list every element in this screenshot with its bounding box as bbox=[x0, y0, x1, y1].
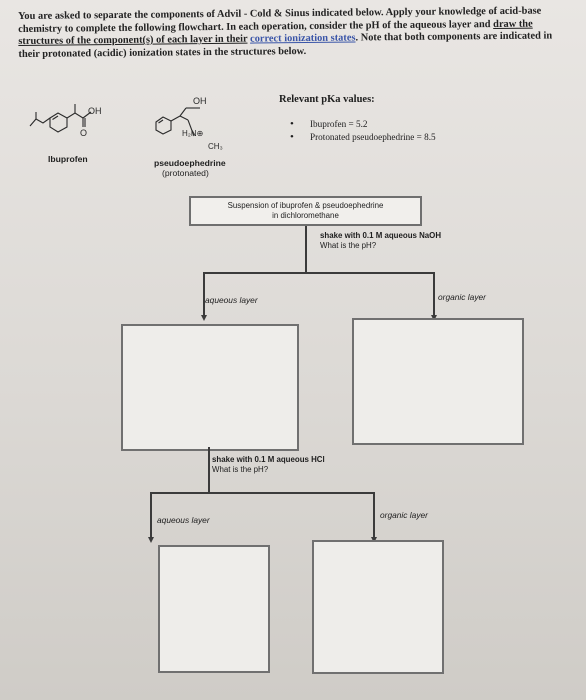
pka-title: Relevant pKa values: bbox=[279, 94, 375, 105]
pka-list: Ibuprofen = 5.2 Protonated pseudoephedri… bbox=[290, 118, 436, 144]
step2-line-2: What is the pH? bbox=[212, 465, 269, 474]
connector-left-1 bbox=[203, 272, 205, 316]
step1-line-2: What is the pH? bbox=[320, 241, 377, 250]
step1-note: shake with 0.1 M aqueous NaOH What is th… bbox=[320, 231, 441, 251]
instructions-text-1: You are asked to separate the components… bbox=[18, 5, 542, 35]
organic-layer-label-1: organic layer bbox=[438, 292, 486, 302]
connector-right-2 bbox=[373, 492, 375, 538]
step2-note: shake with 0.1 M aqueous HCl What is the… bbox=[212, 455, 325, 475]
aqueous-layer-label-1: aqueous layer bbox=[205, 295, 258, 305]
ibuprofen-label: Ibuprofen bbox=[48, 154, 88, 164]
instructions-paragraph: You are asked to separate the components… bbox=[18, 5, 558, 61]
connector-horizontal-1 bbox=[203, 272, 434, 274]
start-box: Suspension of ibuprofen & pseudoephedrin… bbox=[189, 196, 422, 226]
pseudoephedrine-sublabel: (protonated) bbox=[162, 168, 209, 178]
pka-item: Protonated pseudoephedrine = 8.5 bbox=[290, 131, 436, 144]
pseudo-ch3-text: CH₃ bbox=[208, 142, 223, 151]
pka-item: Ibuprofen = 5.2 bbox=[290, 118, 436, 131]
aqueous-layer-label-2: aqueous layer bbox=[157, 515, 210, 525]
arrow-aqueous-1 bbox=[201, 315, 207, 321]
answer-box-organic-2[interactable] bbox=[312, 540, 444, 674]
ibuprofen-structure: OH O bbox=[29, 104, 102, 138]
start-line-2: in dichloromethane bbox=[272, 211, 339, 220]
arrow-aqueous-2 bbox=[148, 537, 154, 543]
step2-line-1: shake with 0.1 M aqueous HCl bbox=[212, 455, 325, 464]
pseudo-nh2-text: H₂N⊕ bbox=[182, 129, 203, 138]
ibuprofen-o-text: O bbox=[80, 128, 87, 138]
connector-left-2 bbox=[150, 492, 152, 538]
connector-horizontal-2 bbox=[150, 492, 374, 494]
start-line-1: Suspension of ibuprofen & pseudoephedrin… bbox=[227, 201, 384, 210]
connector-vertical-1 bbox=[305, 226, 307, 273]
answer-box-aqueous-1[interactable] bbox=[121, 324, 299, 451]
answer-box-organic-1[interactable] bbox=[352, 318, 524, 445]
pseudoephedrine-structure: OH H₂N⊕ CH₃ bbox=[155, 96, 223, 151]
connector-vertical-2 bbox=[208, 447, 210, 493]
instructions-highlight: correct ionization states bbox=[250, 32, 356, 45]
answer-box-aqueous-2[interactable] bbox=[158, 545, 270, 673]
organic-layer-label-2: organic layer bbox=[380, 510, 428, 520]
step1-line-1: shake with 0.1 M aqueous NaOH bbox=[320, 231, 442, 240]
pseudoephedrine-label: pseudoephedrine bbox=[154, 158, 226, 168]
connector-right-1 bbox=[433, 272, 435, 316]
ibuprofen-oh-text: OH bbox=[88, 106, 102, 116]
pseudo-oh-text: OH bbox=[193, 96, 207, 106]
